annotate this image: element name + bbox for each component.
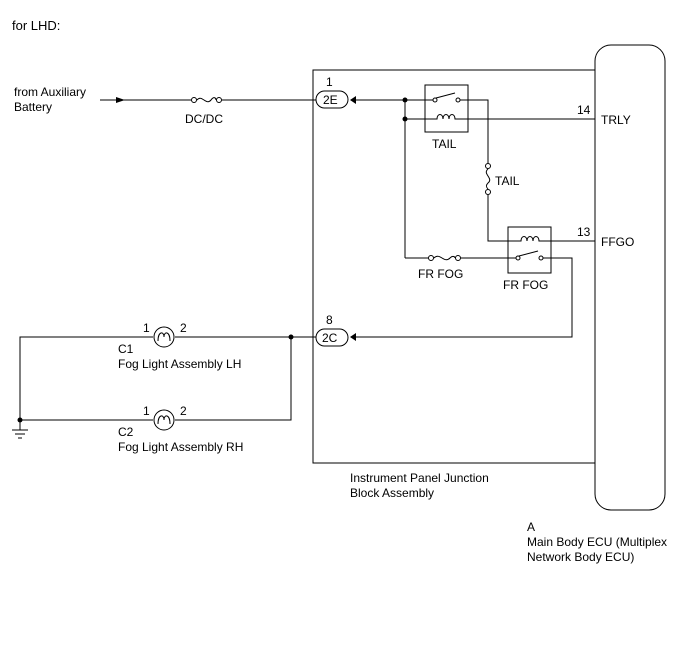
relay-tail-contact-b <box>455 97 461 103</box>
relay-tail-coil-icon <box>425 114 468 120</box>
fuse-tail-icon <box>485 163 491 195</box>
relay-frfog-contact-b <box>538 255 544 261</box>
relay-tail-box <box>424 84 469 133</box>
fuse-frfog-icon <box>428 255 461 261</box>
source-label-line1: from Auxiliary <box>14 85 86 99</box>
connector-2c-label: 2C <box>322 331 338 345</box>
relay-frfog-box <box>507 226 552 274</box>
relay-tail-blade <box>435 92 456 99</box>
ecu-pin-ffgo-signal: FFGO <box>601 235 634 249</box>
wire-frfog-relay-to-2c <box>356 257 573 338</box>
junction-dot-ground <box>17 417 23 423</box>
fog-lh-pin2: 2 <box>180 321 187 335</box>
wire-tail-fuse-to-frfog-coil <box>487 195 508 242</box>
connector-2e-label: 2E <box>323 93 338 107</box>
fog-rh-pin2: 2 <box>180 404 187 418</box>
fog-rh-code: C2 <box>118 425 134 439</box>
diagram-heading: for LHD: <box>12 18 60 33</box>
connector-2c-pin: 8 <box>326 313 333 327</box>
ecu-pin-trly-number: 14 <box>577 103 591 117</box>
wire-tail-relay-to-fuse <box>468 99 489 163</box>
relay-tail-contact-a <box>432 97 438 103</box>
junction-block-label-line1: Instrument Panel Junction <box>350 471 489 485</box>
ecu-pin-trly-signal: TRLY <box>601 113 631 127</box>
fuse-dcdc-icon <box>191 97 222 103</box>
wire-to-rh-lamp <box>175 337 292 421</box>
fuse-tail-label: TAIL <box>495 174 520 188</box>
ground-icon <box>12 429 28 439</box>
connector-2e-pin: 1 <box>326 75 333 89</box>
relay-tail-label: TAIL <box>432 137 457 151</box>
relay-frfog-label: FR FOG <box>503 278 548 292</box>
connector-2e-arrow-icon <box>350 96 356 104</box>
junction-block-outline <box>312 69 596 464</box>
relay-frfog-coil-icon <box>508 236 551 242</box>
relay-frfog-contact-a <box>515 255 521 261</box>
fog-rh-pin1: 1 <box>143 404 150 418</box>
fuse-dcdc-label: DC/DC <box>185 112 223 126</box>
fog-rh-name: Fog Light Assembly RH <box>118 440 243 454</box>
ecu-label-line2: Network Body ECU) <box>527 550 634 564</box>
ecu-label-line1: Main Body ECU (Multiplex <box>527 535 667 549</box>
wire-lh-to-ground <box>19 336 153 430</box>
fog-lh-code: C1 <box>118 342 134 356</box>
ecu-code-label: A <box>527 520 535 534</box>
fog-lh-name: Fog Light Assembly LH <box>118 357 241 371</box>
fog-light-rh-icon <box>153 409 175 431</box>
fuse-frfog-label: FR FOG <box>418 267 463 281</box>
fog-light-lh-icon <box>153 326 175 348</box>
ecu-pin-ffgo-number: 13 <box>577 225 591 239</box>
connector-2e <box>315 90 349 109</box>
junction-block-label-line2: Block Assembly <box>350 486 434 500</box>
relay-frfog-blade <box>518 250 539 257</box>
fog-lh-pin1: 1 <box>143 321 150 335</box>
source-label-line2: Battery <box>14 100 52 114</box>
connector-2c-arrow-icon <box>350 333 356 341</box>
